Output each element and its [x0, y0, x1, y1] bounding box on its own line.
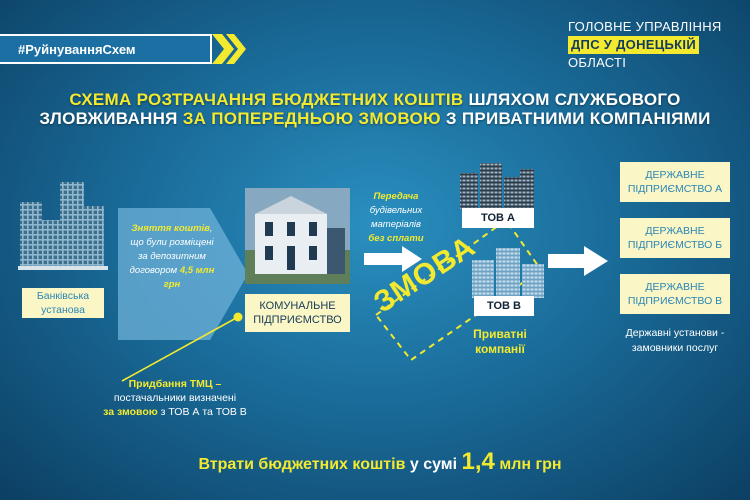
purchase-part-4: з ТОВ А та ТОВ В — [157, 406, 247, 418]
org-line-1: ГОЛОВНЕ УПРАВЛІННЯ — [568, 19, 722, 34]
org-line-3: ОБЛАСТІ — [568, 55, 627, 70]
communal-label-box: КОМУНАЛЬНЕ ПІДПРИЄМСТВО — [245, 294, 350, 332]
company-b-label: ТОВ В — [474, 296, 534, 316]
state-enterprise-b-box: ДЕРЖАВНЕ ПІДПРИЄМСТВО Б — [620, 218, 730, 258]
state-enterprise-v: ДЕРЖАВНЕ ПІДПРИЄМСТВО В — [627, 281, 723, 307]
arrow-right-icon — [548, 246, 608, 276]
transfer-part-3: без сплати — [368, 233, 424, 244]
private-companies-label: Приватні компанії — [473, 327, 527, 356]
org-line-2: ДПС У ДОНЕЦЬКІЙ — [568, 36, 699, 54]
loss-part-2: у сумі — [405, 456, 462, 473]
flow-arrow-1 — [118, 208, 248, 340]
withdrawal-part-2: , що були розміщені за депозитним догово… — [129, 223, 214, 276]
organization-name: ГОЛОВНЕ УПРАВЛІННЯ ДПС У ДОНЕЦЬКІЙ ОБЛАС… — [568, 18, 738, 72]
loss-amount: 1,4 — [461, 448, 495, 475]
purchase-part-2: постачальники визначені — [113, 392, 237, 404]
hashtag-banner: #РуйнуванняСхем — [0, 34, 212, 64]
loss-statement: Втрати бюджетних коштів у сумі 1,4 млн г… — [100, 448, 660, 476]
bank-buildings-icon — [18, 182, 108, 270]
bank-label: Банківська установа — [36, 290, 90, 316]
state-enterprise-a-box: ДЕРЖАВНЕ ПІДПРИЄМСТВО А — [620, 162, 730, 202]
withdrawal-part-1: Зняття коштів — [131, 223, 210, 234]
purchase-part-3: за змовою — [103, 406, 158, 418]
state-enterprise-b: ДЕРЖАВНЕ ПІДПРИЄМСТВО Б — [627, 225, 723, 251]
title-part-4: З ПРИВАТНИМИ КОМПАНІЯМИ — [440, 109, 711, 128]
title-part-2: ШЛЯХОМ СЛУЖБОВОГО ЗЛОВЖИВАННЯ — [39, 90, 681, 128]
transfer-part-1: Передача — [373, 191, 419, 202]
connector-line — [121, 312, 243, 382]
purchase-note: Придбання ТМЦ – постачальники визначені … — [80, 377, 270, 419]
company-a-buildings-icon — [460, 163, 534, 209]
loss-part-1: Втрати бюджетних коштів — [198, 456, 406, 473]
withdrawal-amount: 4,5 млн грн — [163, 265, 215, 290]
hashtag-text: #РуйнуванняСхем — [18, 41, 136, 57]
bank-label-box: Банківська установа — [22, 288, 104, 318]
company-b-buildings-icon — [472, 248, 544, 298]
title-part-3: ЗА ПОПЕРЕДНЬОЮ ЗМОВОЮ — [182, 109, 441, 128]
state-enterprise-a: ДЕРЖАВНЕ ПІДПРИЄМСТВО А — [627, 169, 723, 195]
transfer-part-2: будівельних матеріалів — [369, 205, 423, 230]
communal-label: КОМУНАЛЬНЕ ПІДПРИЄМСТВО — [253, 300, 342, 326]
state-caption: Державні установи - замовники послуг — [625, 327, 725, 354]
purchase-part-1: Придбання ТМЦ – — [128, 378, 222, 390]
company-a-label: ТОВ А — [462, 208, 534, 228]
arrow-right-icon — [364, 246, 422, 272]
title-part-1: СХЕМА РОЗТРАЧАННЯ БЮДЖЕТНИХ КОШТІВ — [69, 90, 464, 109]
withdrawal-note: Зняття коштів, що були розміщені за депо… — [126, 222, 218, 292]
transfer-note: Передача будівельних матеріалів без спла… — [356, 190, 436, 246]
page-title: СХЕМА РОЗТРАЧАННЯ БЮДЖЕТНИХ КОШТІВ ШЛЯХО… — [20, 90, 730, 128]
chevron-right-icon — [212, 34, 246, 64]
communal-building-icon — [245, 188, 350, 284]
state-enterprise-v-box: ДЕРЖАВНЕ ПІДПРИЄМСТВО В — [620, 274, 730, 314]
loss-unit: млн грн — [494, 456, 562, 473]
